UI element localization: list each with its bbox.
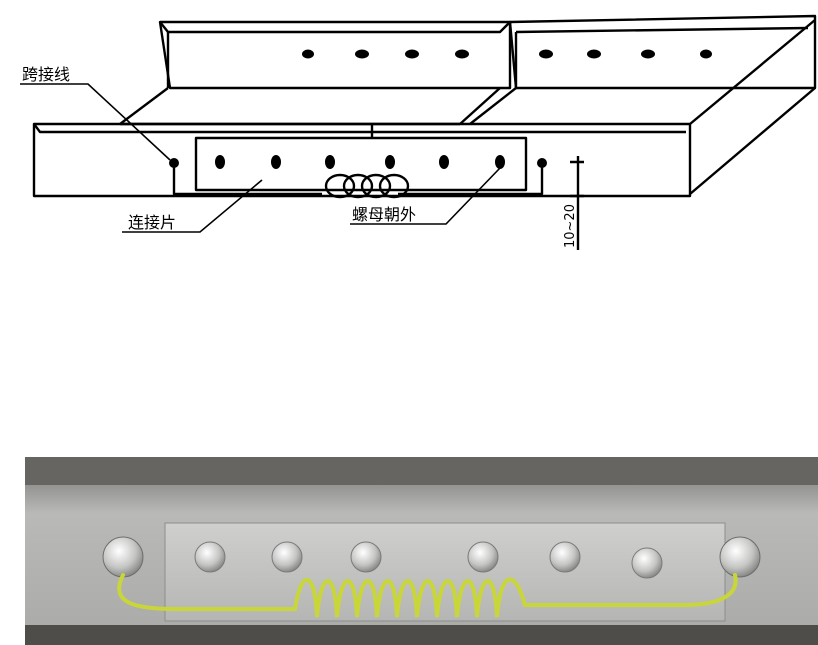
label-connector-plate: 连接片	[128, 213, 176, 232]
label-nut-outward: 螺母朝外	[352, 205, 416, 224]
cable-tray-diagram: 跨接线 连接片 螺母朝外 10~20	[20, 14, 817, 250]
back-tray-left-wall	[158, 20, 512, 90]
tray-floor-left	[119, 87, 501, 125]
tray-floor-right	[469, 87, 816, 195]
front-tray-wall	[32, 122, 692, 198]
connector-plate-drawing	[194, 136, 528, 192]
photo-grounding-wire	[117, 573, 738, 618]
label-jumper-wire: 跨接线	[22, 65, 70, 84]
jumper-wire-drawing	[172, 166, 544, 196]
back-tray-right-wall	[508, 14, 817, 90]
installation-photo	[25, 457, 818, 645]
label-gap-dimension: 10~20	[563, 204, 578, 248]
photo-bolts	[102, 536, 761, 579]
